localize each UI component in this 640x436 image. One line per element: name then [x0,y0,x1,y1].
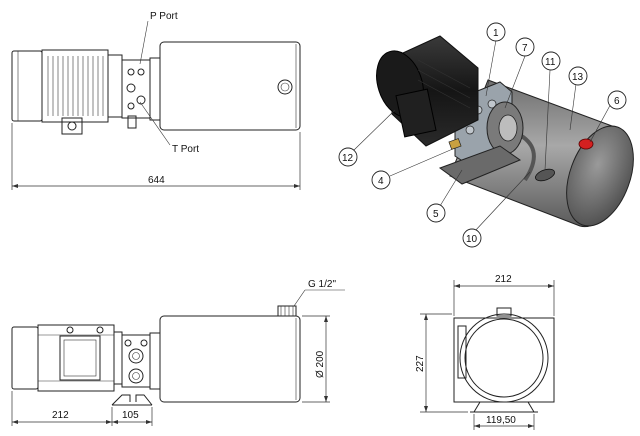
tank-side [159,41,301,131]
callout-13: 13 [568,66,588,86]
tank-flange-front [149,332,161,390]
filler-port [277,305,297,317]
manifold-block [121,59,151,119]
total-length-dim: 644 [148,175,165,186]
motor-length-dim: 212 [52,410,69,421]
tank-front [159,315,301,403]
tank-outer-circle [459,313,549,403]
level-window [535,168,555,182]
mounting-foot-iso [438,145,522,185]
tank-inner-circle [464,318,544,398]
filler-cap-red [578,138,594,150]
svg-text:7: 7 [522,43,528,54]
motor-flange [107,54,123,118]
motor-endcap-front [11,326,39,390]
svg-text:11: 11 [545,57,556,68]
end-base-width-dim: 119,50 [486,415,516,426]
svg-text:12: 12 [342,153,354,164]
end-height-dim: 227 [415,355,426,372]
svg-text:4: 4 [378,176,384,187]
suction-pipe [518,133,536,182]
svg-text:13: 13 [572,72,584,83]
svg-text:6: 6 [614,96,620,107]
terminal-box-front [59,335,101,381]
callout-4: 4 [371,170,391,190]
front-view: G 1/2" Ø 200 212 105 [11,279,345,426]
isometric-view: 1 7 11 13 6 12 4 5 10 [338,22,634,248]
fitting [127,115,137,129]
mount-spacing-dim: 105 [122,410,139,421]
callout-12: 12 [338,147,358,167]
callout-10: 10 [462,228,482,248]
tank-flange [149,57,161,121]
end-filler-port [496,307,512,317]
sight-plug [277,79,293,95]
brass-fitting [448,138,462,150]
callout-6: 6 [607,90,627,110]
end-view: 212 227 119,50 [415,274,555,430]
svg-text:1: 1 [493,28,499,39]
callout-7: 7 [515,37,535,57]
end-feet [473,401,535,413]
callout-11: 11 [541,51,561,71]
motor-endcap [11,50,43,122]
svg-text:10: 10 [466,234,478,245]
motor-fins [47,56,104,116]
svg-text:5: 5 [433,209,439,220]
terminal-box [395,88,437,138]
motor-foot [61,117,83,135]
g-port-label: G 1/2" [308,279,336,290]
side-view: P Port T Port 644 [11,11,301,190]
callout-1: 1 [486,22,506,42]
callout-5: 5 [426,203,446,223]
end-manifold [457,325,467,379]
t-port-label: T Port [172,144,199,155]
foot-left [111,394,131,406]
p-port-label: P Port [150,11,178,22]
diameter-dim: Ø 200 [315,350,326,378]
motor-flange-front [113,331,123,385]
end-width-dim: 212 [495,274,512,285]
tank-end-iso [566,125,634,227]
